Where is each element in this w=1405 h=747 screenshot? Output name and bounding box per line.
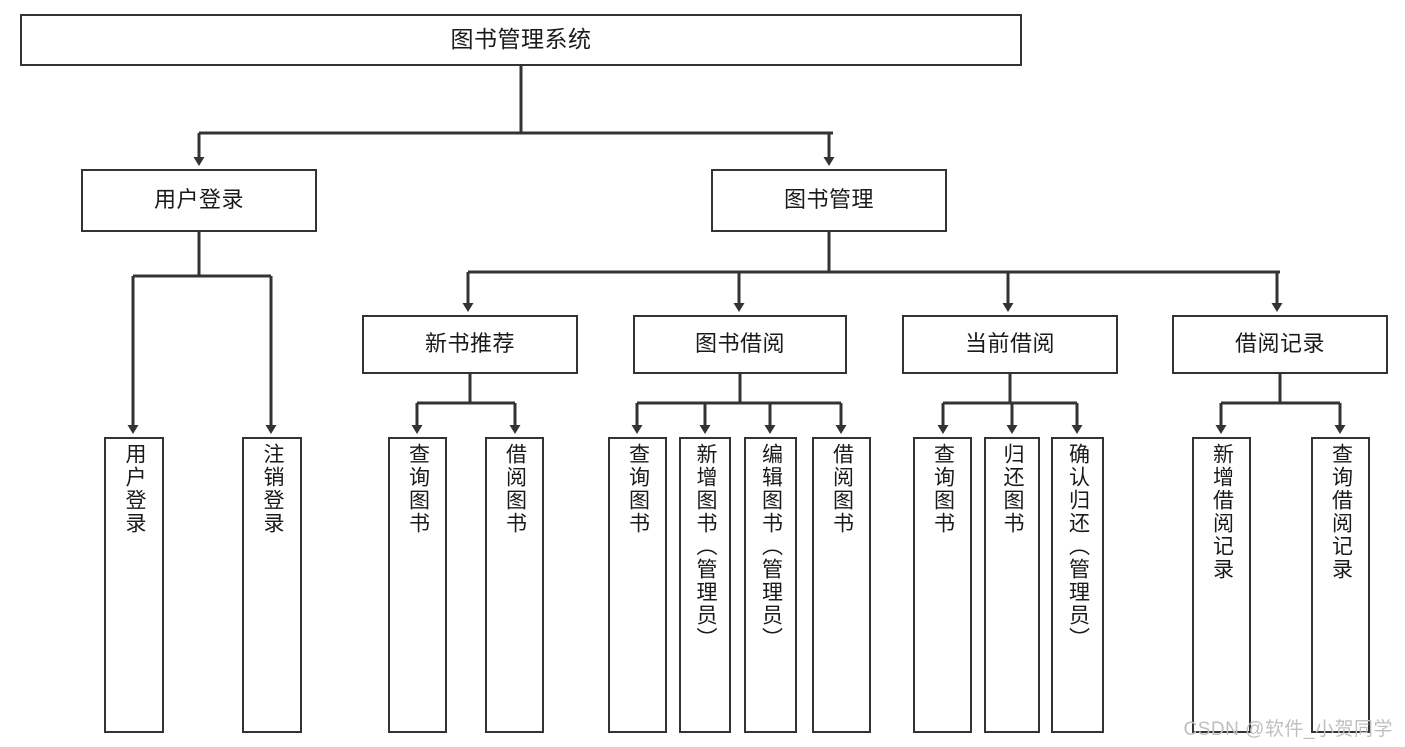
node-user-login[interactable]: 用户登录 bbox=[81, 169, 317, 232]
node-leaf-user-logout[interactable]: 注销登录 bbox=[242, 437, 302, 733]
node-leaf-query-book-cb[interactable]: 查询图书 bbox=[913, 437, 972, 733]
node-leaf-edit-book-admin[interactable]: 编辑图书（管理员） bbox=[744, 437, 797, 733]
node-label: 借阅图书 bbox=[503, 443, 527, 535]
node-label: 新增图书（管理员） bbox=[694, 443, 718, 650]
node-leaf-add-borrow-record[interactable]: 新增借阅记录 bbox=[1192, 437, 1251, 733]
node-label: 借阅图书 bbox=[830, 443, 854, 535]
node-label: 图书管理系统 bbox=[450, 26, 592, 53]
node-leaf-query-book-br[interactable]: 查询图书 bbox=[608, 437, 667, 733]
node-new-book-rec[interactable]: 新书推荐 bbox=[362, 315, 578, 374]
node-book-manage[interactable]: 图书管理 bbox=[711, 169, 947, 232]
node-borrow-record[interactable]: 借阅记录 bbox=[1172, 315, 1388, 374]
node-current-borrow[interactable]: 当前借阅 bbox=[902, 315, 1118, 374]
node-label: 归还图书 bbox=[1001, 443, 1025, 535]
node-label: 查询借阅记录 bbox=[1329, 443, 1353, 581]
node-leaf-query-borrow-record[interactable]: 查询借阅记录 bbox=[1311, 437, 1370, 733]
node-leaf-borrow-book-rec[interactable]: 借阅图书 bbox=[485, 437, 544, 733]
node-label: 查询图书 bbox=[626, 443, 650, 535]
node-label: 当前借阅 bbox=[964, 331, 1055, 357]
node-label: 注销登录 bbox=[261, 443, 285, 535]
node-leaf-add-book-admin[interactable]: 新增图书（管理员） bbox=[679, 437, 731, 733]
node-leaf-confirm-return-admin[interactable]: 确认归还（管理员） bbox=[1051, 437, 1104, 733]
node-label: 确认归还（管理员） bbox=[1066, 443, 1090, 650]
node-leaf-user-login[interactable]: 用户登录 bbox=[104, 437, 164, 733]
node-leaf-borrow-book-br[interactable]: 借阅图书 bbox=[812, 437, 871, 733]
node-label: 新书推荐 bbox=[424, 331, 515, 357]
node-label: 用户登录 bbox=[123, 443, 147, 535]
node-label: 图书借阅 bbox=[694, 331, 785, 357]
node-label: 编辑图书（管理员） bbox=[759, 443, 783, 650]
node-label: 新增借阅记录 bbox=[1210, 443, 1234, 581]
node-leaf-return-book[interactable]: 归还图书 bbox=[984, 437, 1040, 733]
node-leaf-query-book-rec[interactable]: 查询图书 bbox=[388, 437, 447, 733]
node-root[interactable]: 图书管理系统 bbox=[20, 14, 1022, 66]
node-label: 查询图书 bbox=[931, 443, 955, 535]
node-label: 借阅记录 bbox=[1234, 331, 1325, 357]
node-label: 图书管理 bbox=[783, 187, 874, 213]
node-label: 用户登录 bbox=[153, 187, 244, 213]
node-label: 查询图书 bbox=[406, 443, 430, 535]
node-book-borrow[interactable]: 图书借阅 bbox=[633, 315, 847, 374]
watermark-text: CSDN @软件_小贺同学 bbox=[1183, 719, 1393, 740]
